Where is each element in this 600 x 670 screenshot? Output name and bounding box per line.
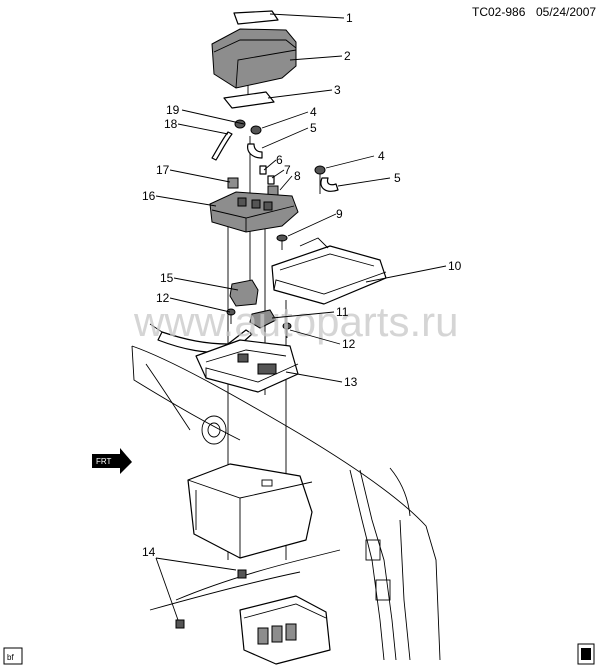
engine-control-module (239, 595, 331, 665)
part-5-hose (247, 143, 263, 159)
part-11-clip (249, 309, 277, 329)
callout-13: 13 (344, 375, 358, 389)
callout-18: 18 (164, 117, 178, 131)
watermark: www.autoparts.ru (133, 298, 458, 345)
callout-19: 19 (166, 103, 180, 117)
callout-7: 7 (284, 163, 291, 177)
part-12-bolt-left (226, 308, 236, 324)
callout-12-left: 12 (156, 291, 170, 305)
callout-16: 16 (142, 189, 156, 203)
callout-10: 10 (448, 259, 462, 273)
callout-2: 2 (344, 49, 351, 63)
callout-15: 15 (160, 271, 174, 285)
leader-lines (155, 13, 447, 621)
diagram-code: TC02-986 (472, 5, 526, 19)
part-15-connector (229, 279, 259, 307)
part-2-cover (211, 28, 297, 89)
diagram-date: 05/24/2007 (536, 5, 596, 19)
part-9-bolt (276, 234, 288, 250)
part-7-fuse (267, 175, 275, 185)
callout-3: 3 (334, 83, 341, 97)
callout-5-right: 5 (394, 171, 401, 185)
part-12-bolt-right (282, 322, 292, 338)
svg-text:FRT: FRT (96, 457, 112, 466)
part-4-nut-right (314, 165, 326, 175)
svg-text:bf: bf (7, 653, 14, 662)
callout-12-right: 12 (342, 337, 356, 351)
callout-8: 8 (294, 169, 301, 183)
callout-6: 6 (276, 153, 283, 167)
callout-4: 4 (310, 105, 317, 119)
callout-1: 1 (346, 11, 353, 25)
callout-numbers: 1 2 3 4 5 4 5 6 7 8 9 10 11 12 12 13 14 … (142, 11, 462, 559)
part-19-nut (234, 119, 246, 129)
part-6-fuse (259, 165, 267, 175)
manual-icon (577, 643, 595, 665)
callout-14: 14 (142, 545, 156, 559)
part-17-relay (227, 177, 239, 189)
vehicle-body-structure (131, 345, 441, 661)
battery (187, 463, 313, 559)
part-4-nut (250, 125, 262, 135)
callout-11: 11 (336, 305, 349, 319)
front-direction-arrow: FRT (92, 448, 132, 474)
part-3-seal (223, 91, 275, 109)
callout-5: 5 (310, 121, 317, 135)
part-16-fuse-block (209, 191, 299, 233)
part-1-gasket (233, 10, 279, 25)
callout-9: 9 (336, 207, 343, 221)
callout-17: 17 (156, 163, 170, 177)
part-14-clip (175, 569, 247, 629)
part-18-terminal (211, 131, 233, 161)
corner-tag: bf (3, 647, 23, 665)
callout-4-right: 4 (378, 149, 385, 163)
part-10-tray (271, 237, 387, 305)
part-5-hose-right (320, 177, 339, 192)
